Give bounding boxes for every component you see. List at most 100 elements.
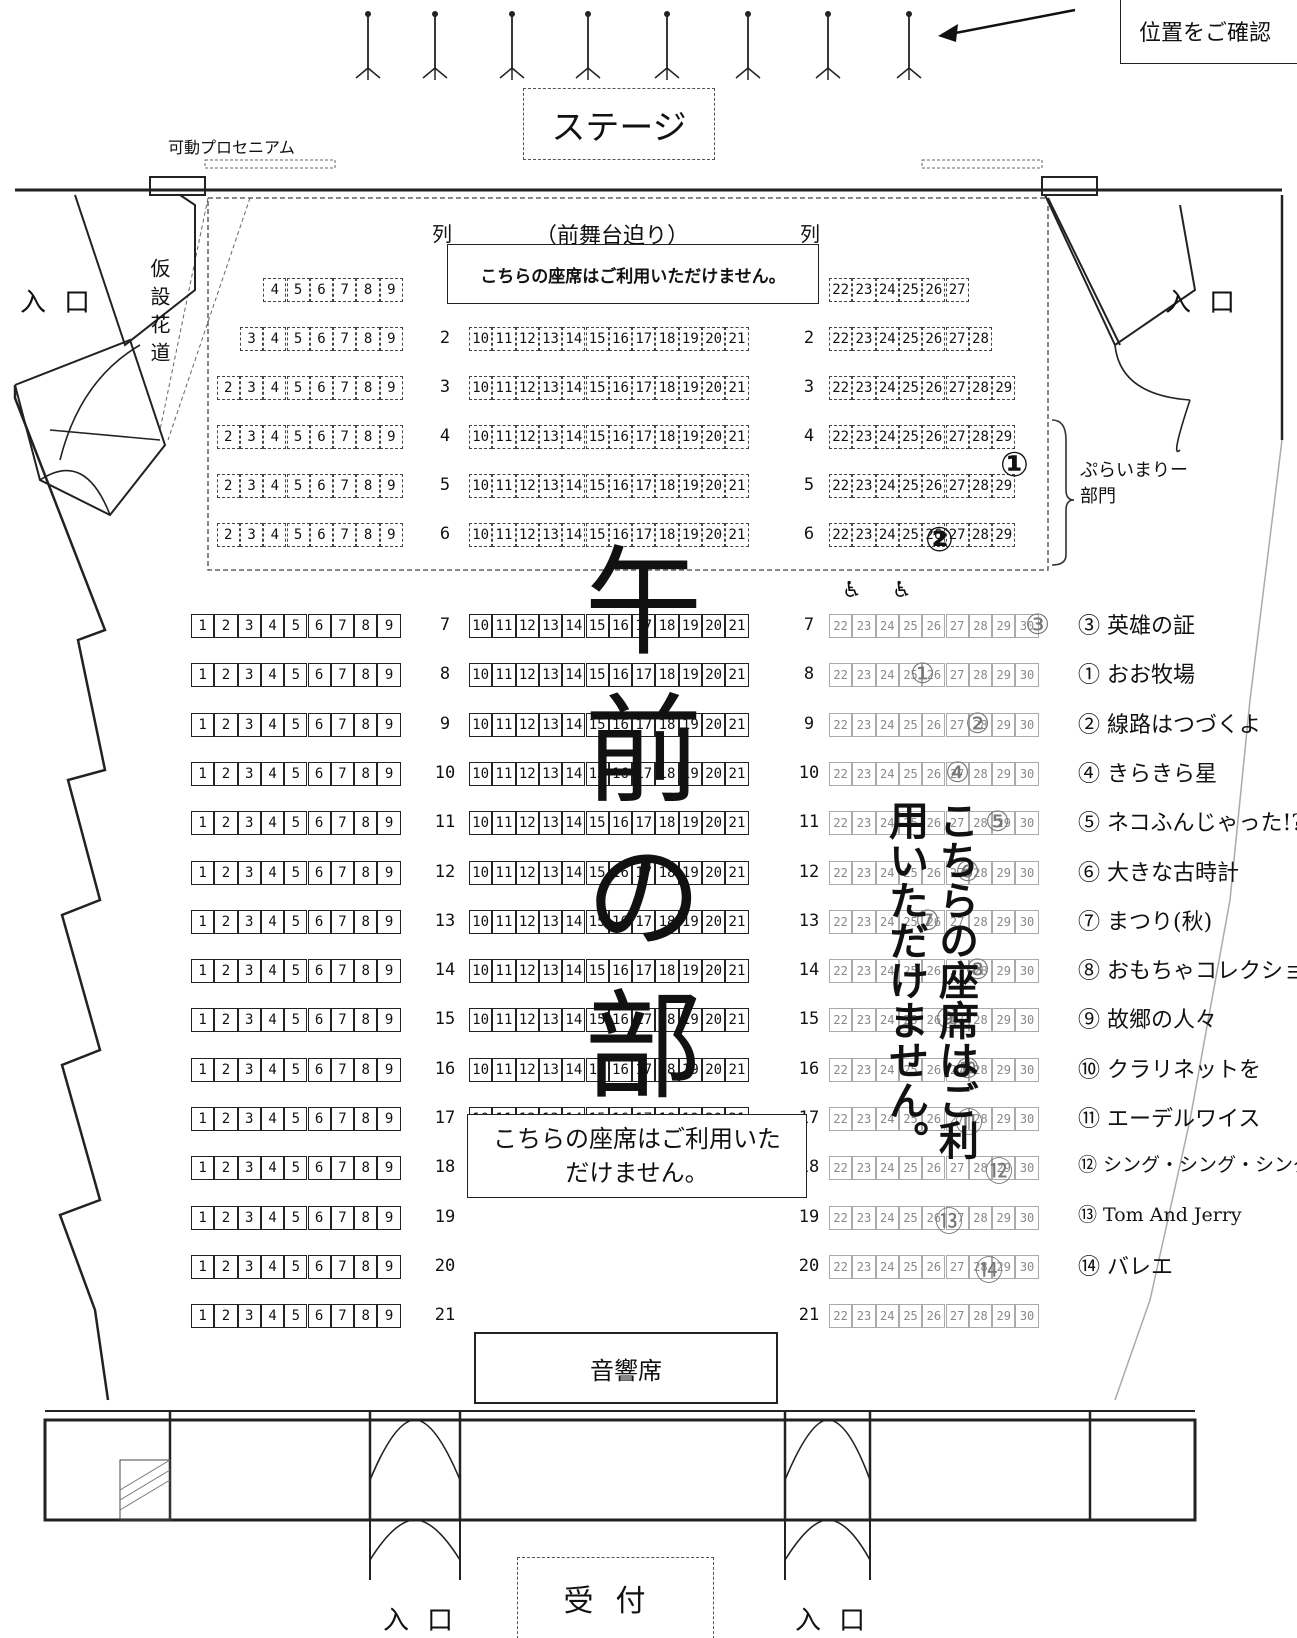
seat[interactable]: 13 (538, 811, 563, 836)
seat[interactable]: 2 (214, 1205, 238, 1230)
seat[interactable]: 8 (356, 327, 380, 351)
seat[interactable]: 28 (968, 1205, 993, 1230)
seat[interactable]: 10 (469, 712, 493, 737)
seat[interactable]: 22 (829, 761, 853, 786)
seat[interactable]: 1 (191, 959, 215, 984)
seat[interactable]: 15 (585, 909, 609, 934)
seat[interactable]: 25 (898, 1107, 923, 1131)
seat[interactable]: 9 (379, 327, 403, 351)
seat[interactable]: 27 (945, 327, 969, 351)
seat[interactable]: 23 (852, 1156, 876, 1181)
seat[interactable]: 6 (307, 1008, 331, 1033)
seat[interactable]: 12 (515, 811, 539, 836)
seat[interactable]: 24 (875, 327, 899, 351)
seat[interactable]: 3 (237, 1156, 261, 1181)
seat[interactable]: 20 (702, 614, 726, 638)
seat[interactable]: 9 (377, 614, 401, 638)
seat[interactable]: 2 (214, 712, 238, 737)
seat[interactable]: 4 (263, 327, 287, 351)
seat[interactable]: 6 (309, 278, 334, 302)
seat[interactable]: 10 (469, 614, 493, 638)
seat[interactable]: 20 (702, 811, 726, 836)
seat[interactable]: 21 (725, 712, 749, 737)
seat[interactable]: 26 (922, 1304, 946, 1329)
seat[interactable]: 6 (307, 909, 331, 934)
seat[interactable]: 23 (852, 425, 876, 449)
seat[interactable]: 1 (191, 1205, 215, 1230)
seat[interactable]: 20 (702, 376, 726, 400)
seat[interactable]: 13 (538, 909, 563, 934)
seat[interactable]: 14 (562, 860, 586, 885)
seat[interactable]: 20 (702, 523, 726, 547)
seat[interactable]: 27 (945, 909, 969, 934)
seat[interactable]: 22 (829, 959, 853, 984)
seat[interactable]: 4 (260, 1156, 285, 1181)
seat[interactable]: 29 (992, 959, 1016, 984)
seat[interactable]: 19 (678, 860, 702, 885)
seat[interactable]: 7 (330, 909, 355, 934)
seat[interactable]: 5 (284, 712, 308, 737)
seat[interactable]: 12 (515, 376, 539, 400)
seat[interactable]: 4 (263, 474, 287, 498)
seat[interactable]: 20 (702, 909, 726, 934)
seat[interactable]: 22 (829, 474, 853, 498)
seat[interactable]: 7 (330, 614, 355, 638)
seat[interactable]: 30 (1015, 1254, 1039, 1279)
seat[interactable]: 8 (354, 909, 378, 934)
seat[interactable]: 6 (307, 811, 331, 836)
seat[interactable]: 26 (922, 811, 946, 836)
seat[interactable]: 29 (992, 1057, 1016, 1082)
seat[interactable]: 29 (992, 425, 1016, 449)
seat[interactable]: 13 (538, 761, 563, 786)
seat[interactable]: 25 (898, 761, 923, 786)
seat[interactable]: 3 (237, 1107, 261, 1131)
seat[interactable]: 20 (702, 1057, 726, 1082)
seat[interactable]: 24 (875, 614, 899, 638)
seat[interactable]: 25 (898, 663, 923, 688)
seat[interactable]: 6 (307, 1254, 331, 1279)
seat[interactable]: 15 (585, 376, 609, 400)
seat[interactable]: 22 (829, 425, 853, 449)
seat[interactable]: 4 (260, 860, 285, 885)
seat[interactable]: 8 (356, 278, 380, 302)
seat[interactable]: 23 (852, 1205, 876, 1230)
seat[interactable]: 2 (214, 1304, 238, 1329)
seat[interactable]: 11 (492, 811, 516, 836)
seat[interactable]: 1 (191, 663, 215, 688)
seat[interactable]: 14 (562, 811, 586, 836)
seat[interactable]: 28 (968, 425, 993, 449)
seat[interactable]: 5 (284, 860, 308, 885)
seat[interactable]: 13 (538, 376, 563, 400)
seat[interactable]: 15 (585, 523, 609, 547)
seat[interactable]: 20 (702, 712, 726, 737)
seat[interactable]: 12 (515, 959, 539, 984)
seat[interactable]: 26 (922, 663, 946, 688)
seat[interactable]: 23 (852, 1107, 876, 1131)
seat[interactable]: 28 (968, 614, 993, 638)
seat[interactable]: 22 (829, 1156, 853, 1181)
seat[interactable]: 14 (562, 327, 586, 351)
seat[interactable]: 29 (992, 614, 1016, 638)
seat[interactable]: 18 (655, 959, 679, 984)
seat[interactable]: 28 (968, 1156, 993, 1181)
seat[interactable]: 17 (632, 860, 656, 885)
seat[interactable]: 30 (1015, 860, 1039, 885)
seat[interactable]: 23 (852, 523, 876, 547)
seat[interactable]: 23 (852, 1008, 876, 1033)
seat[interactable]: 6 (307, 860, 331, 885)
seat[interactable]: 1 (191, 614, 215, 638)
seat[interactable]: 13 (538, 523, 563, 547)
seat[interactable]: 18 (655, 614, 679, 638)
seat[interactable]: 16 (608, 425, 633, 449)
seat[interactable]: 24 (875, 860, 899, 885)
seat[interactable]: 25 (898, 278, 923, 302)
seat[interactable]: 19 (678, 523, 702, 547)
seat[interactable]: 11 (492, 327, 516, 351)
seat[interactable]: 9 (377, 860, 401, 885)
seat[interactable]: 1 (191, 712, 215, 737)
seat[interactable]: 16 (608, 860, 633, 885)
seat[interactable]: 27 (945, 614, 969, 638)
seat[interactable]: 2 (216, 376, 240, 400)
seat[interactable]: 15 (585, 614, 609, 638)
seat[interactable]: 27 (945, 761, 969, 786)
